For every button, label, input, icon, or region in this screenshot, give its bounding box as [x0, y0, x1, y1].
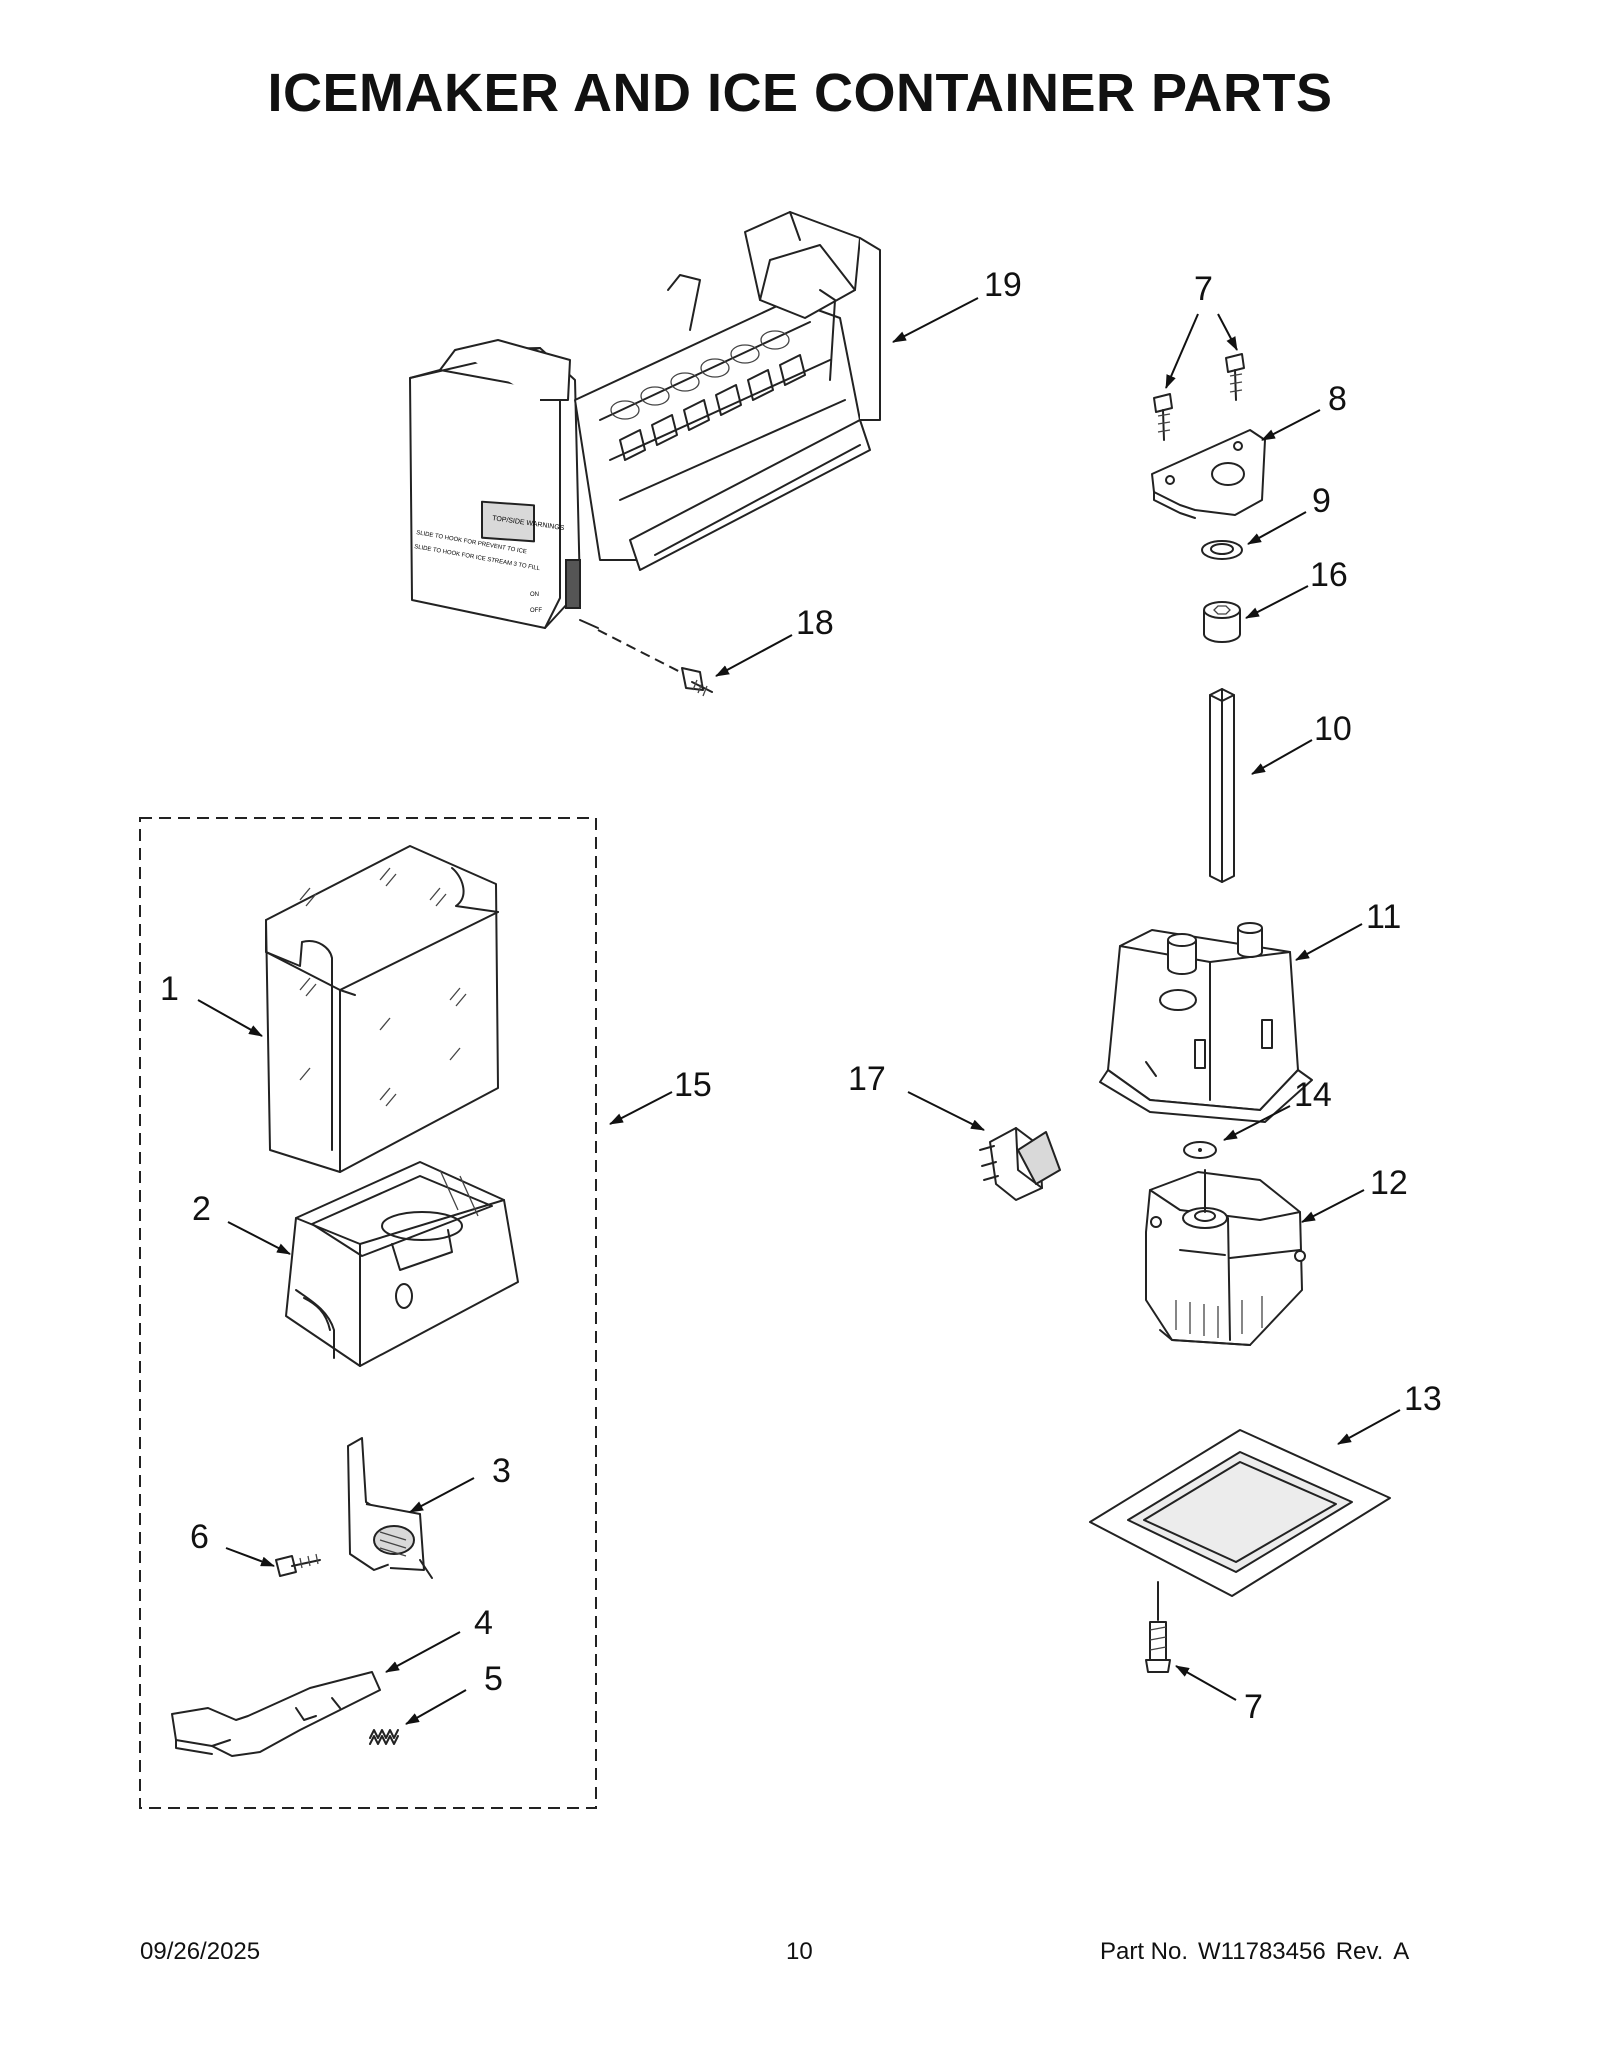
callout-8: 8 [1328, 380, 1347, 418]
revision-label: Rev. [1335, 1938, 1384, 1965]
footer-part-number: Part No. W11783456 Rev. A [1100, 1938, 1419, 1966]
callout-3: 3 [492, 1452, 511, 1490]
leader-arrows [197, 297, 1401, 1725]
icemaker-printed-on: ON [530, 592, 539, 598]
callout-numbers: 19 7 8 9 16 18 10 11 1 15 17 14 2 12 13 … [160, 266, 1442, 1726]
leader-arrow-6 [225, 1547, 275, 1567]
screw-part-18 [597, 629, 713, 697]
leader-arrow-15 [609, 1091, 673, 1125]
leader-arrow-4 [385, 1631, 461, 1673]
footer-page-number: 10 [786, 1938, 813, 1965]
leader-arrow-7b [1217, 313, 1238, 351]
callout-10: 10 [1314, 710, 1352, 748]
part-number-value: W11783456 [1198, 1938, 1326, 1965]
leader-arrow-17 [907, 1091, 985, 1131]
callout-6: 6 [190, 1518, 209, 1556]
leader-arrow-1 [197, 999, 263, 1037]
callout-7-top: 7 [1194, 270, 1213, 308]
callout-13: 13 [1404, 1380, 1442, 1418]
leader-arrow-5 [405, 1689, 467, 1725]
bushing-part-16 [1203, 601, 1241, 643]
motor-part-12 [1145, 1169, 1306, 1346]
callout-2: 2 [192, 1190, 211, 1228]
revision-value: A [1393, 1938, 1410, 1965]
leader-arrow-7c [1175, 1665, 1237, 1701]
screws-part-7-top [1153, 353, 1245, 441]
callout-4: 4 [474, 1604, 493, 1642]
shaft-part-10 [1209, 688, 1235, 883]
spring-part-5 [369, 1729, 399, 1745]
footer-date: 09/26/2025 [140, 1938, 261, 1965]
callout-17: 17 [848, 1060, 886, 1098]
leader-arrow-14 [1223, 1105, 1291, 1141]
callout-12: 12 [1370, 1164, 1408, 1202]
bracket-part-3 [347, 1437, 433, 1579]
lever-part-4 [171, 1671, 381, 1757]
callout-1: 1 [160, 970, 179, 1008]
leader-arrow-12 [1301, 1189, 1365, 1223]
housing-part-11 [1099, 922, 1313, 1123]
callout-15: 15 [674, 1066, 712, 1104]
leader-arrow-8 [1261, 409, 1321, 441]
callout-7-bottom: 7 [1244, 1688, 1263, 1726]
leader-arrow-9 [1247, 511, 1307, 545]
switch-part-17 [979, 1127, 1061, 1201]
washer-part-14 [1183, 1141, 1217, 1159]
gasket-part-13 [1089, 1429, 1391, 1597]
ice-container-assembly-box-part-15 [139, 817, 597, 1809]
callout-16: 16 [1310, 556, 1348, 594]
callout-14: 14 [1294, 1076, 1332, 1114]
page-title: ICEMAKER AND ICE CONTAINER PARTS [267, 63, 1333, 123]
leader-arrow-2 [227, 1221, 291, 1255]
washer-part-9 [1201, 540, 1243, 560]
screw-part-7-bottom [1145, 1581, 1171, 1673]
leader-arrow-7a [1165, 313, 1199, 389]
leader-arrow-16 [1245, 585, 1309, 619]
leader-arrow-11 [1295, 923, 1363, 961]
icemaker-printed-off: OFF [530, 608, 542, 614]
callout-18: 18 [796, 604, 834, 642]
callout-19: 19 [984, 266, 1022, 304]
callout-9: 9 [1312, 482, 1331, 520]
icemaker-assembly-part-19: TOP/SIDE WARNINGS SLIDE TO HOOK FOR PREV… [409, 211, 881, 629]
leader-arrow-3 [409, 1477, 475, 1513]
ice-bin-part-1 [265, 845, 499, 1173]
leader-arrow-10 [1251, 739, 1313, 775]
leader-arrow-18 [715, 634, 793, 677]
screw-part-6 [275, 1553, 321, 1577]
leader-arrow-13 [1337, 1409, 1401, 1445]
leader-arrow-19 [892, 297, 979, 343]
ice-tray-part-2 [285, 1161, 519, 1367]
callout-5: 5 [484, 1660, 503, 1698]
bracket-part-8 [1151, 429, 1266, 519]
part-number-label: Part No. [1100, 1938, 1189, 1965]
callout-11: 11 [1366, 898, 1401, 936]
